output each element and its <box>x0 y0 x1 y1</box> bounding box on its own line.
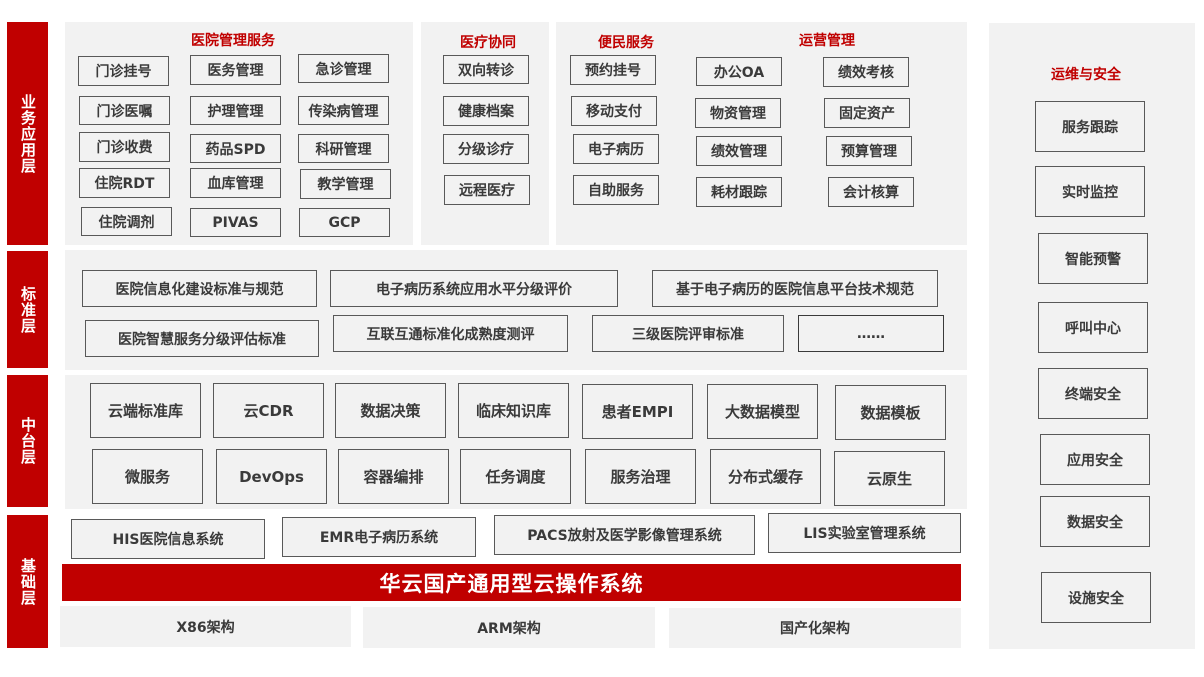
module-box[interactable]: 移动支付 <box>571 96 657 126</box>
platform-box[interactable]: 云CDR <box>213 383 324 438</box>
platform-box[interactable]: 临床知识库 <box>458 383 569 438</box>
system-box[interactable]: PACS放射及医学影像管理系统 <box>494 515 755 555</box>
module-box[interactable]: 药品SPD <box>190 134 281 163</box>
layer-label-standards: 标准层 <box>7 251 48 368</box>
module-box[interactable]: 会计核算 <box>828 177 914 207</box>
module-box[interactable]: 绩效管理 <box>696 136 782 166</box>
module-box[interactable]: 门诊医嘱 <box>79 96 170 125</box>
standard-box[interactable]: 电子病历系统应用水平分级评价 <box>330 270 618 307</box>
architecture-domestic: 国产化架构 <box>669 608 961 648</box>
module-box[interactable]: 急诊管理 <box>298 54 389 83</box>
module-box[interactable]: 固定资产 <box>824 98 910 128</box>
security-box[interactable]: 数据安全 <box>1040 496 1150 547</box>
system-box[interactable]: EMR电子病历系统 <box>282 517 476 557</box>
architecture-x86: X86架构 <box>60 606 351 647</box>
module-box[interactable]: 医务管理 <box>190 55 281 85</box>
security-box[interactable]: 服务跟踪 <box>1035 101 1145 152</box>
platform-box[interactable]: 患者EMPI <box>582 384 693 439</box>
platform-box[interactable]: DevOps <box>216 449 327 504</box>
panel-convenience-services: 便民服务 <box>556 22 691 245</box>
module-box[interactable]: 远程医疗 <box>444 175 530 205</box>
platform-box[interactable]: 任务调度 <box>460 449 571 504</box>
standard-box[interactable]: 基于电子病历的医院信息平台技术规范 <box>652 270 938 307</box>
platform-box[interactable]: 云端标准库 <box>90 383 201 438</box>
system-box[interactable]: HIS医院信息系统 <box>71 519 265 559</box>
security-box[interactable]: 应用安全 <box>1040 434 1150 485</box>
security-box[interactable]: 终端安全 <box>1038 368 1148 419</box>
layer-label-business: 业务应用层 <box>7 22 48 245</box>
module-box[interactable]: 耗材跟踪 <box>696 177 782 207</box>
module-box[interactable]: 自助服务 <box>573 175 659 205</box>
panel-title: 运营管理 <box>799 33 855 49</box>
architecture-arm: ARM架构 <box>363 607 655 648</box>
platform-box[interactable]: 大数据模型 <box>707 384 818 439</box>
layer-label-foundation: 基础层 <box>7 515 48 648</box>
standard-box[interactable]: 医院智慧服务分级评估标准 <box>85 320 319 357</box>
security-box[interactable]: 设施安全 <box>1041 572 1151 623</box>
panel-operations-management: 运营管理 <box>682 22 967 245</box>
standard-box[interactable]: 医院信息化建设标准与规范 <box>82 270 317 307</box>
module-box[interactable]: 分级诊疗 <box>443 134 529 164</box>
panel-title: 医疗协同 <box>460 35 516 51</box>
module-box[interactable]: 科研管理 <box>298 134 389 163</box>
panel-title: 便民服务 <box>598 35 654 51</box>
module-box[interactable]: 预算管理 <box>826 136 912 166</box>
cloud-os-bar: 华云国产通用型云操作系统 <box>62 564 961 601</box>
module-box[interactable]: 血库管理 <box>190 168 281 198</box>
platform-box[interactable]: 微服务 <box>92 449 203 504</box>
platform-box[interactable]: 分布式缓存 <box>710 449 821 504</box>
module-box[interactable]: 门诊收费 <box>79 132 170 162</box>
platform-box[interactable]: 服务治理 <box>585 449 696 504</box>
standard-box-more[interactable]: …… <box>798 315 944 352</box>
module-box[interactable]: 预约挂号 <box>570 55 656 85</box>
security-box[interactable]: 呼叫中心 <box>1038 302 1148 353</box>
module-box[interactable]: 办公OA <box>696 57 782 86</box>
panel-title: 医院管理服务 <box>191 33 275 49</box>
module-box[interactable]: 物资管理 <box>695 98 781 128</box>
module-box[interactable]: 护理管理 <box>190 96 281 125</box>
security-box[interactable]: 实时监控 <box>1035 166 1145 217</box>
module-box[interactable]: 教学管理 <box>300 169 391 199</box>
module-box[interactable]: GCP <box>299 208 390 237</box>
module-box[interactable]: PIVAS <box>190 208 281 237</box>
panel-title: 运维与安全 <box>1051 67 1121 83</box>
module-box[interactable]: 绩效考核 <box>823 57 909 87</box>
platform-box[interactable]: 数据决策 <box>335 383 446 438</box>
security-box[interactable]: 智能预警 <box>1038 233 1148 284</box>
module-box[interactable]: 电子病历 <box>573 134 659 164</box>
standard-box[interactable]: 三级医院评审标准 <box>592 315 784 352</box>
standard-box[interactable]: 互联互通标准化成熟度测评 <box>333 315 568 352</box>
platform-box[interactable]: 数据模板 <box>835 385 946 440</box>
module-box[interactable]: 健康档案 <box>443 96 529 126</box>
module-box[interactable]: 传染病管理 <box>298 96 389 125</box>
module-box[interactable]: 双向转诊 <box>443 55 529 84</box>
system-box[interactable]: LIS实验室管理系统 <box>768 513 961 553</box>
layer-label-middle: 中台层 <box>7 375 48 507</box>
module-box[interactable]: 门诊挂号 <box>78 56 169 86</box>
platform-box[interactable]: 容器编排 <box>338 449 449 504</box>
module-box[interactable]: 住院调剂 <box>81 207 172 236</box>
platform-box[interactable]: 云原生 <box>834 451 945 506</box>
module-box[interactable]: 住院RDT <box>79 168 170 198</box>
